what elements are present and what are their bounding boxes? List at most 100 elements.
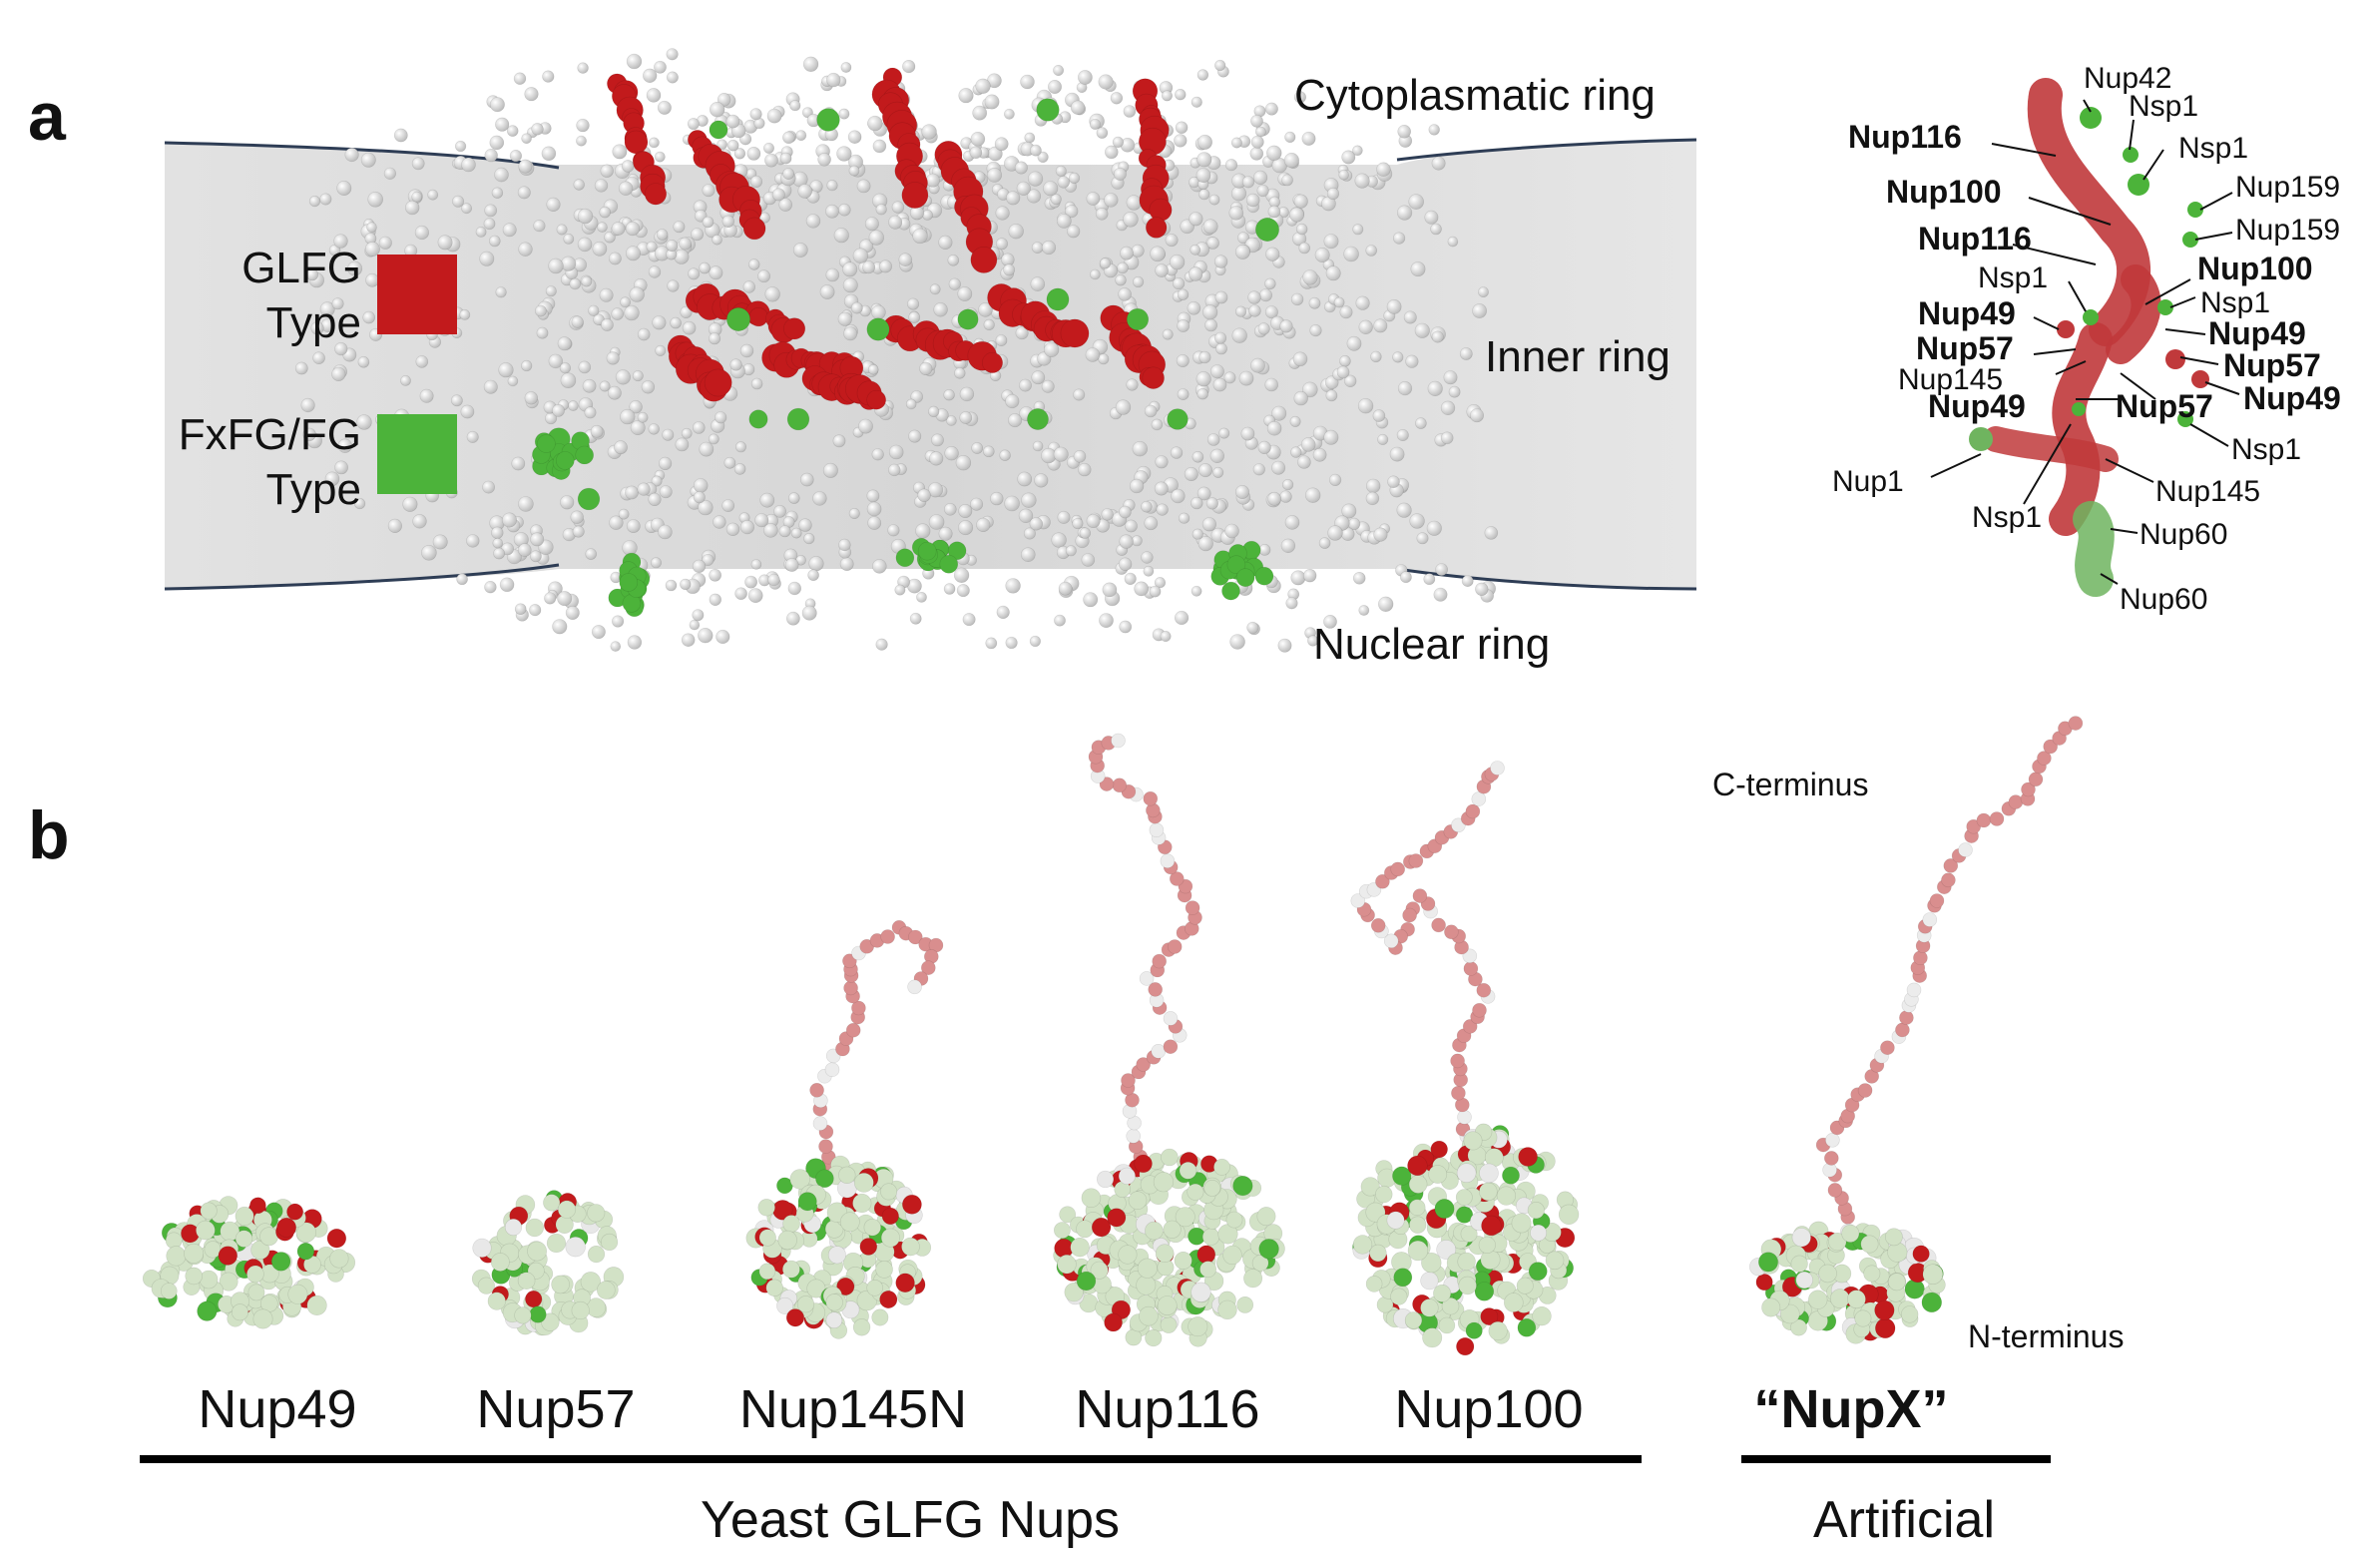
- protein-bead: [845, 1022, 861, 1038]
- protein-bead: [1900, 1305, 1919, 1323]
- npc-bead: [475, 226, 487, 238]
- npc-bead: [1041, 240, 1057, 256]
- panel-a-letter: a: [28, 79, 67, 155]
- npc-bead: [1131, 244, 1145, 258]
- npc-bead: [1358, 605, 1370, 616]
- protein-bead: [514, 1306, 532, 1324]
- npc-bead: [905, 398, 917, 410]
- npc-bead: [1250, 114, 1263, 128]
- protein-bead: [1352, 1235, 1373, 1255]
- npc-bead: [867, 516, 882, 530]
- protein-bead: [1478, 1236, 1496, 1254]
- npc-bead: [1289, 415, 1301, 427]
- npc-bead: [1177, 288, 1190, 300]
- npc-bead: [576, 118, 590, 133]
- npc-bead: [954, 367, 966, 379]
- spoke-red-strand-3: [2049, 322, 2113, 536]
- npc-bead: [687, 118, 700, 131]
- protein-bead: [863, 1218, 881, 1237]
- npc-bead: [492, 537, 504, 549]
- protein-bead: [1136, 1057, 1151, 1072]
- npc-bead: [1372, 409, 1386, 422]
- npc-bead: [1078, 70, 1093, 85]
- glfg-bead: [783, 317, 806, 340]
- npc-bead: [1403, 310, 1417, 324]
- npc-bead: [843, 326, 858, 341]
- protein-bead: [1807, 1290, 1828, 1309]
- protein-bead: [200, 1202, 218, 1220]
- npc-bead: [1160, 630, 1172, 642]
- protein-bead: [1825, 1133, 1840, 1148]
- npc-bead: [432, 534, 448, 550]
- npc-bead: [629, 400, 643, 414]
- npc-bead: [959, 411, 973, 424]
- protein-bead: [1456, 1336, 1475, 1356]
- protein-bead: [859, 1238, 878, 1256]
- npc-bead: [969, 146, 983, 160]
- npc-bead: [958, 503, 973, 518]
- cytoplasmic-ring-label: Cytoplasmatic ring: [1294, 71, 1656, 120]
- npc-bead: [839, 557, 854, 571]
- protein-bead: [1076, 1220, 1095, 1239]
- npc-bead: [531, 123, 544, 136]
- npc-bead: [1055, 165, 1067, 177]
- npc-bead: [1043, 181, 1059, 197]
- npc-bead: [1115, 399, 1132, 415]
- npc-bead: [709, 568, 721, 582]
- spoke-label-nup49-2: Nup49: [2208, 315, 2306, 351]
- protein-bead: [185, 1267, 203, 1286]
- npc-bead: [1400, 571, 1412, 584]
- npc-bead: [888, 463, 901, 477]
- npc-bead: [652, 315, 667, 330]
- protein-bead: [1458, 1276, 1477, 1295]
- npc-bead: [1341, 150, 1356, 165]
- npc-bead: [750, 377, 763, 390]
- npc-bead: [1416, 532, 1429, 545]
- n-terminus-label: N-terminus: [1968, 1318, 2124, 1354]
- npc-bead: [1190, 96, 1202, 108]
- npc-bead: [1198, 463, 1213, 478]
- protein-bead: [1404, 1311, 1423, 1329]
- protein-bead: [777, 1230, 797, 1251]
- npc-bead: [842, 261, 858, 277]
- npc-bead: [790, 527, 802, 539]
- npc-bead: [1169, 254, 1186, 270]
- npc-bead: [1187, 300, 1201, 315]
- npc-bead: [1102, 582, 1118, 598]
- protein-bead: [1895, 1022, 1910, 1038]
- spoke-label-nup116-2: Nup116: [1918, 221, 2032, 257]
- npc-bead: [984, 94, 1000, 110]
- npc-bead: [1177, 388, 1190, 400]
- npc-bead: [1290, 446, 1302, 458]
- npc-bead: [334, 342, 348, 356]
- npc-bead: [592, 241, 608, 257]
- protein-bead: [1558, 1204, 1580, 1226]
- npc-bead: [1392, 232, 1406, 245]
- protein-bead: [1091, 1217, 1112, 1238]
- npc-bead: [944, 446, 959, 461]
- protein-bead: [758, 1229, 776, 1247]
- npc-bead: [366, 222, 377, 233]
- protein-bead: [1430, 1140, 1448, 1159]
- npc-bead: [1115, 274, 1127, 286]
- protein-bead: [1471, 791, 1487, 806]
- protein-bead: [1081, 1188, 1102, 1208]
- protein-bead: [1758, 1252, 1779, 1273]
- npc-bead: [601, 318, 614, 331]
- npc-bead: [1293, 91, 1306, 104]
- c-terminus-label: C-terminus: [1712, 767, 1868, 802]
- npc-bead: [1301, 131, 1316, 146]
- npc-bead: [925, 173, 940, 188]
- npc-bead: [767, 573, 780, 587]
- npc-bead: [514, 603, 527, 616]
- npc-bead: [1307, 635, 1319, 647]
- protein-bead: [1139, 1305, 1159, 1326]
- legend-glfg-swatch: [377, 255, 457, 334]
- npc-bead: [1308, 296, 1321, 309]
- protein-bead: [1790, 1318, 1807, 1336]
- npc-bead: [1235, 484, 1250, 499]
- protein-bead: [199, 1270, 219, 1290]
- npc-bead: [1099, 258, 1112, 269]
- npc-bead: [972, 105, 988, 121]
- npc-bead: [734, 587, 747, 601]
